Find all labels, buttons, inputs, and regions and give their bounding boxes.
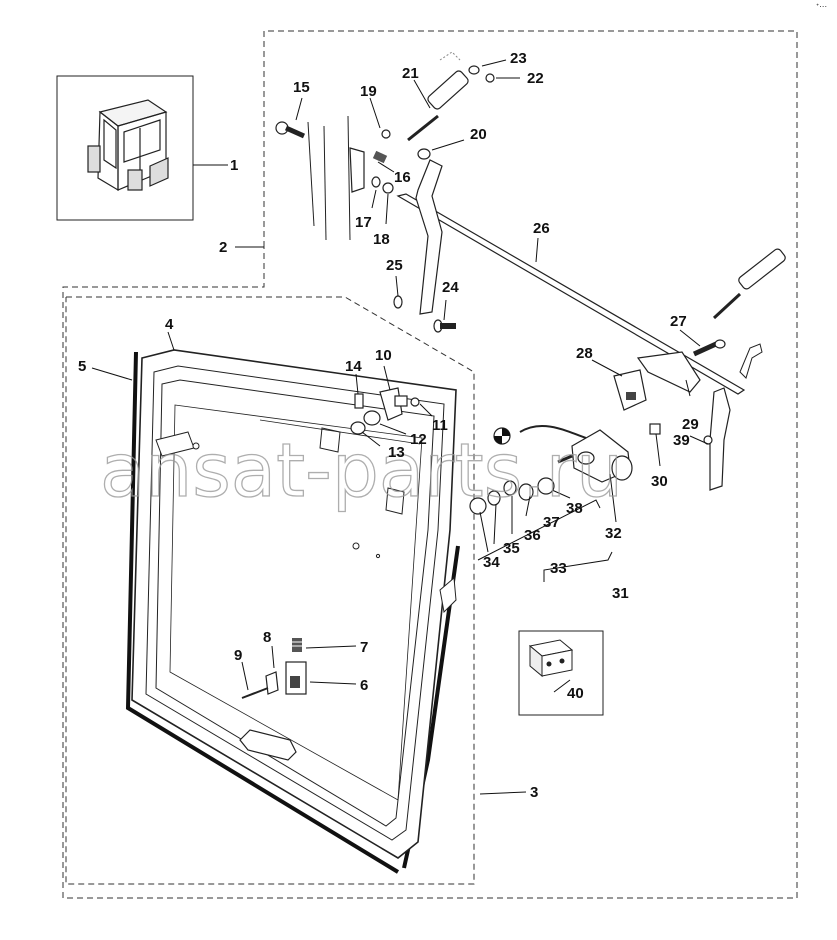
callout-4: 4 (165, 316, 174, 333)
callout-6: 6 (360, 677, 368, 694)
callout-36: 36 (524, 527, 541, 544)
callout-39: 39 (673, 432, 690, 449)
door-frame (131, 349, 457, 859)
callout-20: 20 (470, 126, 487, 143)
callout-7: 7 (360, 639, 368, 656)
assembly-boundaries (62, 30, 798, 899)
callout-35: 35 (503, 540, 520, 557)
callout-8: 8 (263, 629, 271, 646)
callout-15: 15 (293, 79, 310, 96)
callout-27: 27 (670, 313, 687, 330)
callout-12: 12 (410, 431, 427, 448)
callout-2: 2 (219, 239, 227, 256)
corner-mark: ᐩ⋯ (816, 2, 827, 11)
callout-25: 25 (386, 257, 403, 274)
callout-26: 26 (533, 220, 550, 237)
callout-34: 34 (483, 554, 500, 571)
callout-1: 1 (230, 157, 238, 174)
callout-29: 29 (682, 416, 699, 433)
callout-31: 31 (612, 585, 629, 602)
callout-14: 14 (345, 358, 362, 375)
cab-thumbnail (56, 75, 228, 221)
latch-parts (350, 387, 420, 435)
callout-32: 32 (605, 525, 622, 542)
callout-30: 30 (651, 473, 668, 490)
callout-33: 33 (550, 560, 567, 577)
callout-37: 37 (543, 514, 560, 531)
callout-16: 16 (394, 169, 411, 186)
callout-5: 5 (78, 358, 86, 375)
callout-18: 18 (373, 231, 390, 248)
callout-22: 22 (527, 70, 544, 87)
catch-parts (241, 638, 307, 699)
switch-assembly (613, 351, 701, 435)
callout-17: 17 (355, 214, 372, 231)
callout-11: 11 (432, 417, 448, 434)
leader-lines (91, 59, 709, 795)
callout-10: 10 (375, 347, 392, 364)
cab-icon (87, 99, 169, 192)
callout-40: 40 (567, 685, 584, 702)
block-inset (518, 630, 604, 716)
callouts: 1 2 3 4 5 6 7 8 9 10 11 12 13 14 15 16 1… (78, 50, 699, 801)
operating-shaft (396, 159, 763, 491)
callout-24: 24 (442, 279, 459, 296)
callout-23: 23 (510, 50, 527, 67)
upper-post-parts (275, 115, 403, 309)
watermark: ansat-parts.ru (100, 428, 623, 514)
callout-9: 9 (234, 647, 242, 664)
spring-icon (292, 638, 302, 652)
gas-strut-upper (407, 51, 495, 160)
callout-38: 38 (566, 500, 583, 517)
block-icon (528, 639, 574, 678)
callout-21: 21 (402, 65, 419, 82)
callout-28: 28 (576, 345, 593, 362)
callout-3: 3 (530, 784, 538, 801)
callout-13: 13 (388, 444, 405, 461)
callout-19: 19 (360, 83, 377, 100)
gas-strut-lower (692, 248, 786, 357)
